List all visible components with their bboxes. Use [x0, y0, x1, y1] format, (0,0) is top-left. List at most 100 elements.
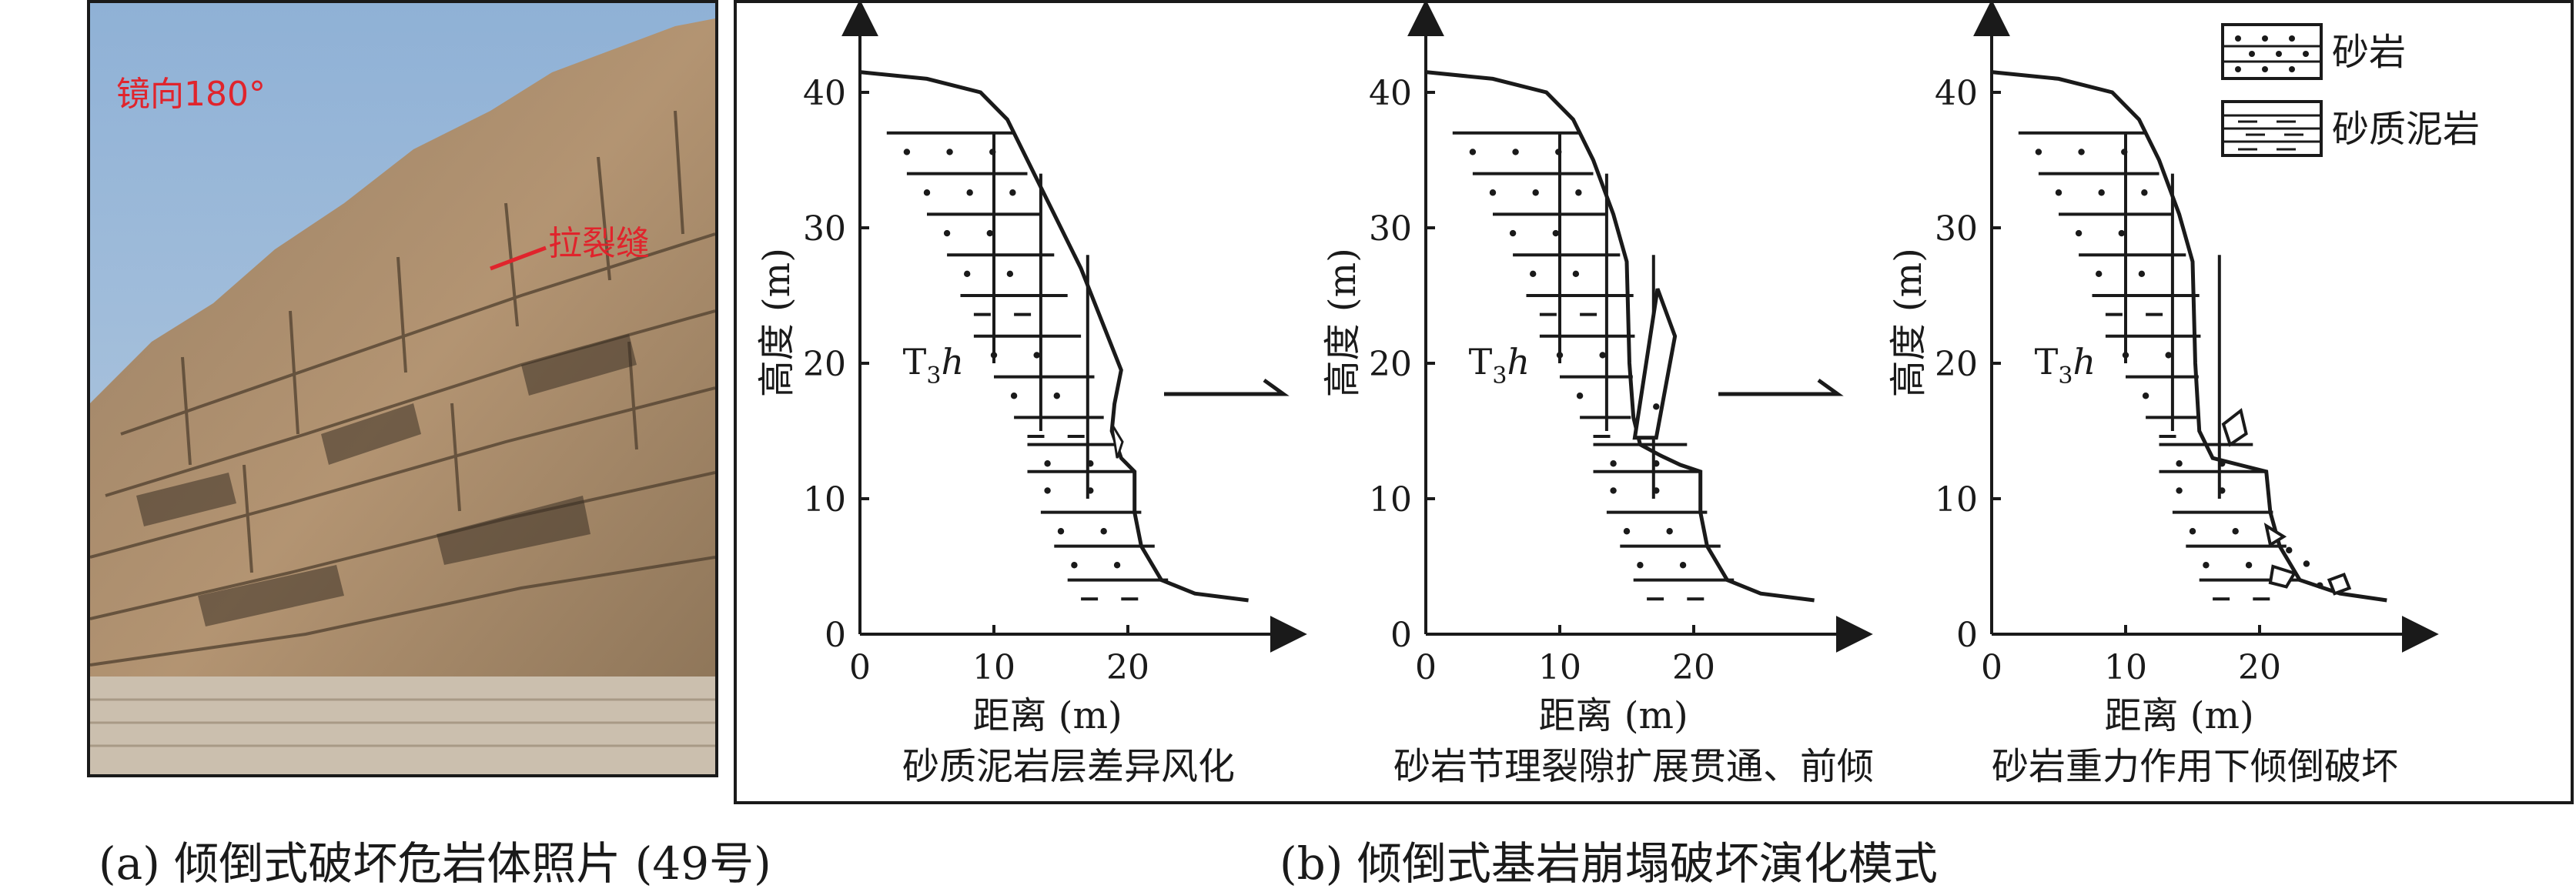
- sandstone-dot: [943, 229, 951, 237]
- sandstone-dot: [1637, 562, 1644, 569]
- y-tick-label: 0: [825, 616, 846, 655]
- sandstone-dot: [2232, 528, 2239, 535]
- caption-b: (b) 倾倒式基岩崩塌破坏演化模式: [1280, 837, 1938, 890]
- debris-dot: [2286, 546, 2293, 554]
- y-tick-label: 10: [803, 480, 846, 519]
- x-tick-label: 0: [1415, 648, 1437, 687]
- x-tick-label: 20: [2238, 648, 2281, 687]
- block-dot: [1653, 403, 1660, 410]
- y-tick-label: 0: [1390, 616, 1412, 655]
- sandstone-dot: [2078, 149, 2085, 155]
- sandstone-dot: [2176, 487, 2183, 494]
- sandstone-dot: [1009, 189, 1016, 196]
- stage-caption-1: 砂质泥岩层差异风化: [902, 745, 1235, 788]
- y-tick-label: 0: [1956, 616, 1978, 655]
- sandstone-dot: [1679, 562, 1687, 569]
- sandstone-dot: [2245, 562, 2253, 569]
- transition-arrow-2: [1718, 378, 1844, 396]
- sandstone-dot: [1666, 528, 1673, 535]
- legend-sandy-mudstone-label: 砂质泥岩: [2332, 108, 2480, 151]
- transition-arrows: [1164, 378, 1844, 396]
- stage-caption-2: 砂岩节理裂隙扩展贯通、前倾: [1393, 745, 1874, 788]
- x-tick-label: 0: [1981, 648, 2002, 687]
- sandstone-dot: [2176, 460, 2183, 467]
- x-tick-label: 20: [1672, 648, 1715, 687]
- sandstone-dot: [1610, 460, 1617, 467]
- sandstone-dot: [2118, 229, 2125, 237]
- sandstone-dot: [2165, 352, 2172, 359]
- x-tick-label: 10: [2104, 648, 2147, 687]
- y-tick-label: 40: [1935, 74, 1978, 113]
- sandstone-dot: [2055, 189, 2062, 196]
- y-tick-label: 40: [1369, 74, 1412, 113]
- sandstone-dot: [2142, 393, 2149, 399]
- y-axis-label: 高度 (m): [1321, 248, 1364, 397]
- formation-label: T3h: [2035, 341, 2096, 389]
- formation-italic: h: [941, 341, 964, 383]
- sandstone-dot: [1113, 562, 1121, 569]
- sandstone-dot: [1071, 562, 1078, 569]
- sandstone-dot: [903, 149, 911, 155]
- formation-sub: 3: [1492, 362, 1507, 389]
- x-axis-label: 距离 (m): [1538, 694, 1688, 737]
- sandstone-dot: [1509, 229, 1517, 237]
- rock-debris: [2221, 408, 2248, 447]
- formation-label: T3h: [903, 341, 964, 389]
- formation-sub: 3: [2058, 362, 2073, 389]
- legend-sandstone-label: 砂岩: [2332, 31, 2406, 74]
- sandstone-dot: [923, 189, 931, 196]
- sandstone-dot: [964, 270, 971, 278]
- x-tick-label: 0: [849, 648, 871, 687]
- caption-a: (a) 倾倒式破坏危岩体照片 (49号): [99, 837, 771, 890]
- wall-bricks: [90, 698, 715, 747]
- sandstone-dot: [966, 189, 973, 196]
- x-axis-label: 距离 (m): [972, 694, 1122, 737]
- sandstone-dot: [2189, 528, 2196, 535]
- rock-shadows: [136, 334, 637, 626]
- rock-debris: [2268, 564, 2297, 589]
- sandstone-dot: [2138, 270, 2146, 278]
- debris-dot: [2303, 560, 2310, 567]
- sandstone-dot: [1512, 149, 1519, 155]
- retaining-wall: [90, 677, 715, 774]
- sandstone-dot: [2035, 149, 2042, 155]
- toppling-block: [1632, 288, 1678, 440]
- y-tick-label: 10: [1935, 480, 1978, 519]
- crack-label: 拉裂缝: [548, 224, 650, 263]
- legend: 砂岩 砂质泥岩: [2221, 23, 2480, 157]
- crack-pointer: [490, 246, 547, 271]
- sandstone-dot: [1469, 149, 1477, 155]
- orientation-label: 镜向180°: [116, 75, 266, 114]
- sandstone-dot: [1489, 189, 1497, 196]
- stage-caption-3: 砂岩重力作用下倾倒破坏: [1992, 745, 2398, 788]
- y-axis-label: 高度 (m): [1887, 248, 1930, 397]
- sandy-mudstone-pattern: [2223, 114, 2321, 151]
- sandstone-dot: [2203, 562, 2210, 569]
- sandstone-dot: [1623, 528, 1631, 535]
- y-tick-label: 10: [1369, 480, 1412, 519]
- x-tick-label: 10: [1538, 648, 1581, 687]
- sandstone-dot: [1576, 393, 1584, 399]
- sandstone-dot: [1033, 352, 1040, 359]
- sandstone-dot: [1010, 393, 1018, 399]
- y-axis-label: 高度 (m): [755, 248, 798, 397]
- photo-panel: 镜向180° 拉裂缝: [87, 0, 718, 777]
- formation-italic: h: [1507, 341, 1530, 383]
- slope-profile: [1991, 70, 2387, 603]
- formation-label: T3h: [1469, 341, 1530, 389]
- sandstone-dot: [1610, 487, 1617, 494]
- sandstone-dot: [1552, 229, 1559, 237]
- x-tick-label: 20: [1106, 648, 1149, 687]
- sandstone-dot: [946, 149, 953, 155]
- formation-sub: 3: [926, 362, 941, 389]
- sandstone-dots: [2235, 35, 2309, 72]
- sandstone-dot: [1100, 528, 1107, 535]
- sandstone-dot: [1532, 189, 1539, 196]
- formation-italic: h: [2073, 341, 2096, 383]
- y-tick-label: 30: [803, 209, 846, 249]
- cliff-photo: [90, 3, 715, 774]
- y-tick-label: 30: [1369, 209, 1412, 249]
